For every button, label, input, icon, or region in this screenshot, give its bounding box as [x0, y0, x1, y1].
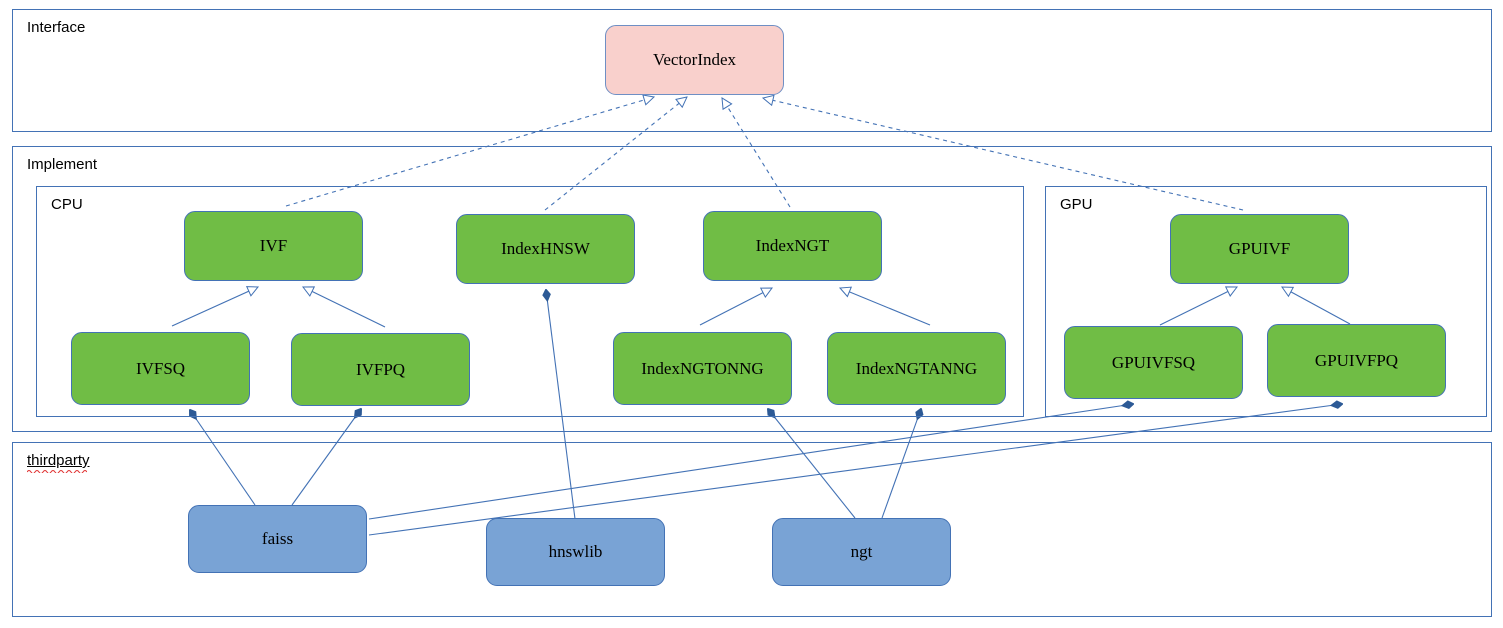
node-hnswlib-label: hnswlib [548, 542, 603, 561]
group-implement-label: Implement [27, 156, 98, 173]
spellcheck-underline-icon [27, 470, 87, 473]
node-ivfpq[interactable]: IVFPQ [291, 333, 470, 406]
node-indexngtanng-label: IndexNGTANNG [855, 358, 978, 378]
node-ivfsq-label: IVFSQ [135, 358, 186, 378]
node-ngt[interactable]: ngt [772, 518, 951, 586]
node-gpuivfpq-label: GPUIVFPQ [1314, 350, 1399, 370]
group-thirdparty-text: thirdparty [27, 452, 90, 469]
node-indexngt-label: IndexNGT [755, 236, 830, 255]
group-cpu-label: CPU [51, 196, 83, 213]
group-gpu-label: GPU [1060, 196, 1093, 213]
node-gpuivfsq-label: GPUIVFSQ [1111, 352, 1196, 372]
group-gpu: GPU [1045, 186, 1487, 417]
node-gpuivf[interactable]: GPUIVF [1170, 214, 1349, 284]
group-interface: Interface [12, 9, 1492, 132]
group-interface-label: Interface [27, 19, 86, 36]
group-thirdparty: thirdparty [12, 442, 1492, 617]
node-ivf[interactable]: IVF [184, 211, 363, 281]
node-indexngtanng[interactable]: IndexNGTANNG [827, 332, 1006, 405]
node-indexngt[interactable]: IndexNGT [703, 211, 882, 281]
node-hnswlib[interactable]: hnswlib [486, 518, 665, 586]
node-indexngtonng[interactable]: IndexNGTONNG [613, 332, 792, 405]
node-faiss-label: faiss [261, 529, 294, 548]
group-thirdparty-label: thirdparty [27, 452, 90, 473]
node-gpuivfpq[interactable]: GPUIVFPQ [1267, 324, 1446, 397]
node-indexhnsw-label: IndexHNSW [501, 239, 590, 258]
node-faiss[interactable]: faiss [188, 505, 367, 573]
node-indexhnsw[interactable]: IndexHNSW [456, 214, 635, 284]
node-vectorindex[interactable]: VectorIndex [605, 25, 784, 95]
node-ivfpq-label: IVFPQ [355, 359, 406, 379]
node-ivfsq[interactable]: IVFSQ [71, 332, 250, 405]
group-cpu: CPU [36, 186, 1024, 417]
group-implement: Implement [12, 146, 1492, 432]
node-ngt-label: ngt [850, 542, 873, 561]
node-gpuivfsq[interactable]: GPUIVFSQ [1064, 326, 1243, 399]
node-indexngtonng-label: IndexNGTONNG [641, 358, 764, 378]
node-ivf-label: IVF [259, 236, 288, 255]
node-vectorindex-label: VectorIndex [652, 50, 737, 69]
node-gpuivf-label: GPUIVF [1228, 239, 1291, 258]
